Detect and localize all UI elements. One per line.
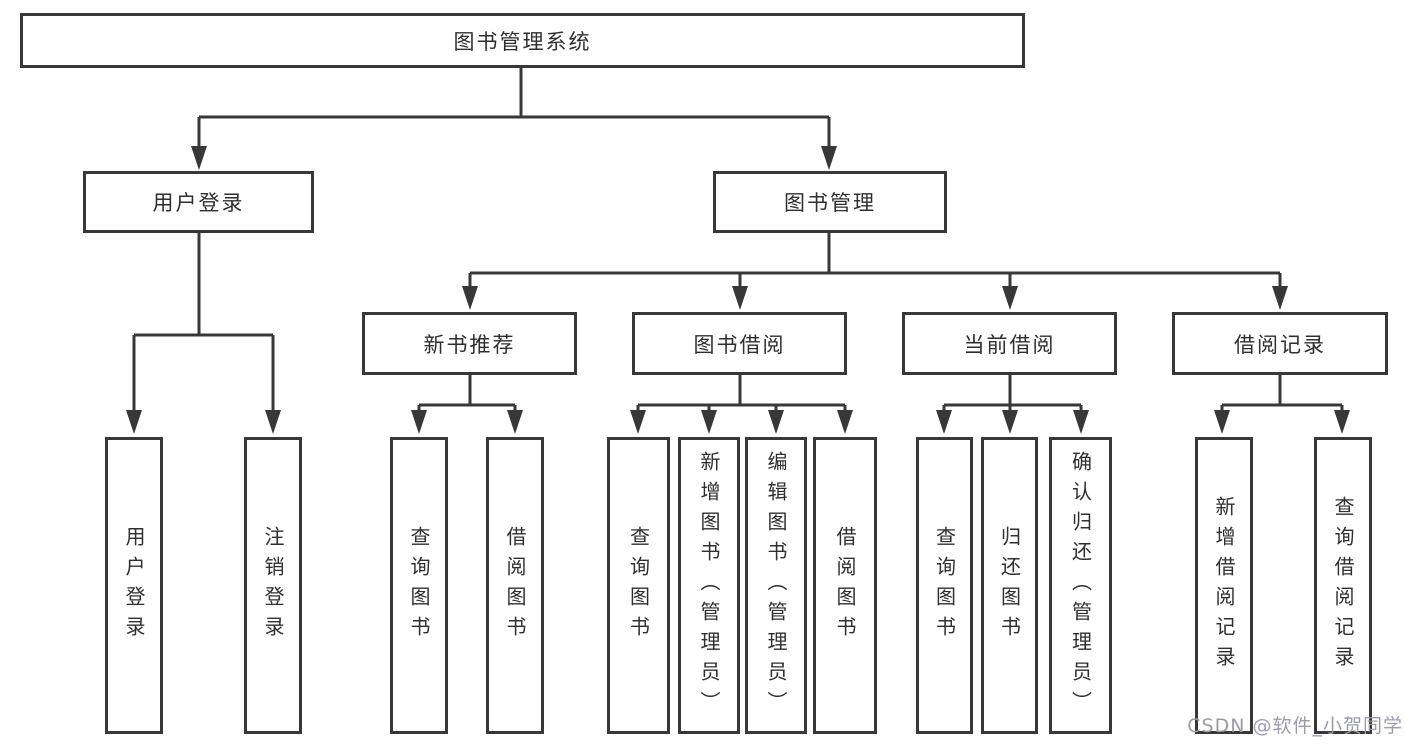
leaf-user-login: 用户登录 bbox=[105, 437, 163, 734]
leaf-borrow-books: 借阅图书 bbox=[813, 437, 877, 734]
leaf-query-books-borrow: 查询图书 bbox=[607, 437, 670, 734]
watermark: CSDN @软件_小贺同学 bbox=[1187, 715, 1403, 737]
leaf-borrow-books-recommend: 借阅图书 bbox=[486, 437, 544, 734]
node-current-borrow: 当前借阅 bbox=[902, 312, 1117, 375]
node-user-login: 用户登录 bbox=[83, 171, 314, 233]
leaf-confirm-return-admin: 确认归还（管理员） bbox=[1049, 437, 1112, 734]
node-book-management: 图书管理 bbox=[713, 171, 947, 233]
connector-paths bbox=[132, 68, 1344, 414]
arrowhead-icons bbox=[126, 146, 1350, 434]
leaf-edit-book-admin: 编辑图书（管理员） bbox=[745, 437, 807, 734]
node-book-borrow: 图书借阅 bbox=[632, 312, 847, 375]
node-new-book-recommend: 新书推荐 bbox=[362, 312, 577, 375]
leaf-return-book: 归还图书 bbox=[981, 437, 1038, 734]
leaf-add-book-admin: 新增图书（管理员） bbox=[678, 437, 740, 734]
leaf-query-books-recommend: 查询图书 bbox=[390, 437, 448, 734]
node-library-system: 图书管理系统 bbox=[20, 13, 1025, 68]
leaf-query-borrow-record: 查询借阅记录 bbox=[1314, 437, 1372, 734]
node-borrow-records: 借阅记录 bbox=[1172, 312, 1388, 375]
leaf-add-borrow-record: 新增借阅记录 bbox=[1195, 437, 1253, 734]
leaf-query-books-current: 查询图书 bbox=[916, 437, 973, 734]
leaf-logout: 注销登录 bbox=[244, 437, 302, 734]
